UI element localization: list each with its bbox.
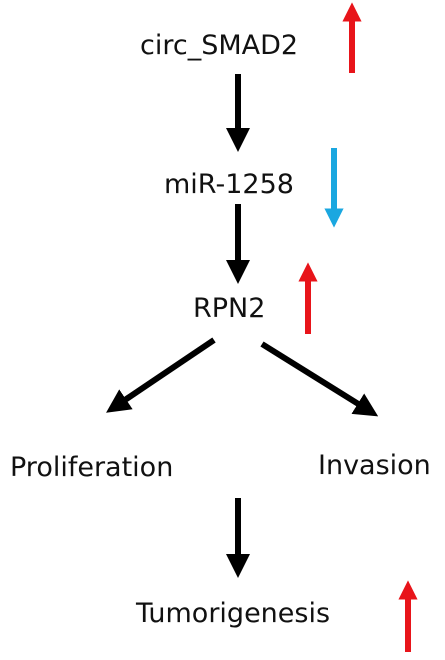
arrow-rpn2-to-invasion: [260, 341, 379, 417]
node-circ-smad2: circ_SMAD2: [140, 30, 299, 61]
node-mir-1258: miR-1258: [164, 169, 294, 200]
node-proliferation: Proliferation: [10, 452, 174, 483]
node-rpn2: RPN2: [193, 293, 266, 324]
arrow-rpn2-to-proliferation: [106, 337, 216, 413]
node-invasion: Invasion: [318, 450, 431, 481]
node-tumorigenesis: Tumorigenesis: [136, 598, 331, 629]
